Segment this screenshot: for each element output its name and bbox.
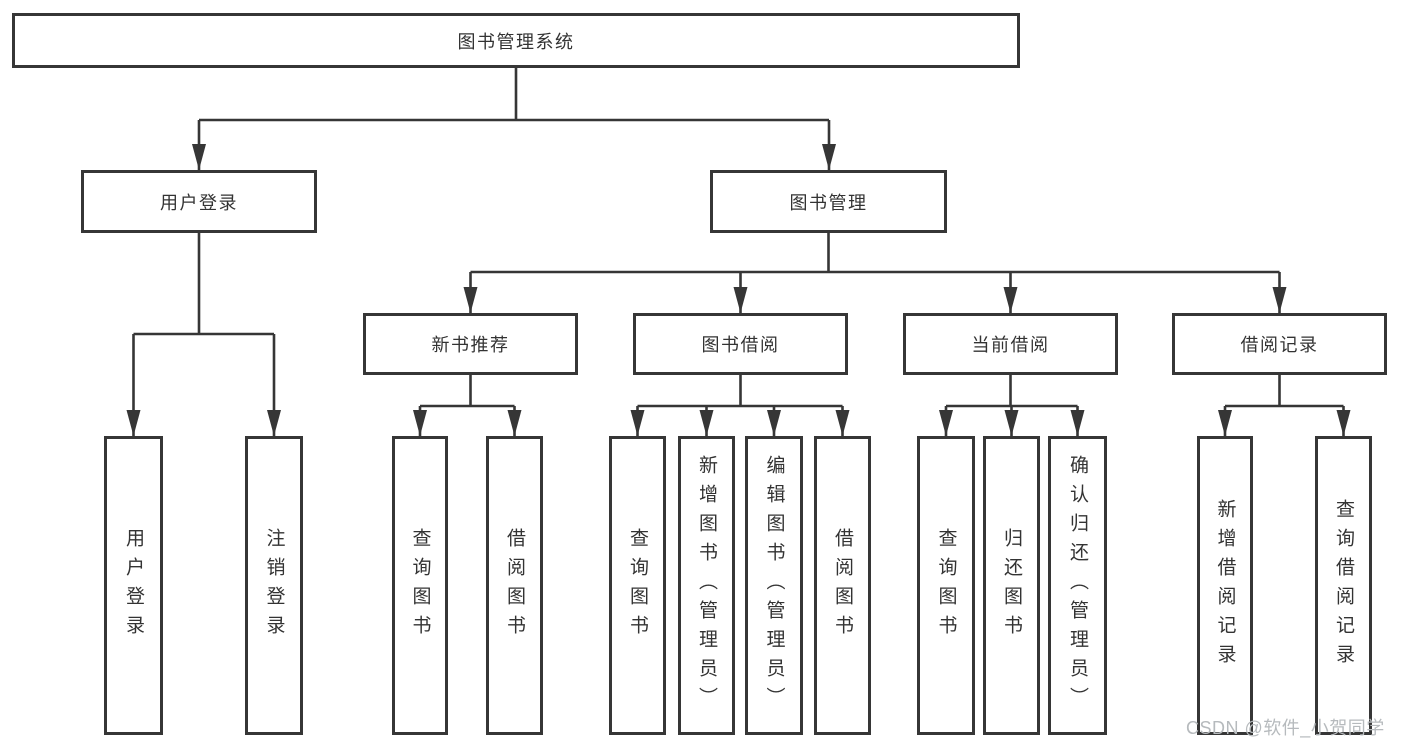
leaf-borrow-edit-admin: 编辑图书（管理员） [745, 436, 803, 735]
node-new-book-recommend-label: 新书推荐 [431, 335, 510, 355]
leaf-label: 查询图书 [627, 527, 648, 644]
leaf-current-query: 查询图书 [917, 436, 975, 735]
leaf-label: 归还图书 [1001, 527, 1022, 644]
leaf-label: 新增图书（管理员） [696, 455, 717, 716]
leaf-label: 借阅图书 [504, 527, 525, 644]
node-book-management: 图书管理 [710, 170, 947, 233]
node-user-login-label: 用户登录 [160, 192, 238, 213]
node-current-borrow: 当前借阅 [903, 313, 1118, 375]
node-new-book-recommend: 新书推荐 [363, 313, 578, 375]
node-root-system: 图书管理系统 [12, 13, 1020, 68]
leaf-label: 编辑图书（管理员） [763, 455, 785, 716]
leaf-label: 查询图书 [409, 527, 431, 644]
leaf-label: 查询图书 [935, 527, 957, 644]
leaf-current-return: 归还图书 [983, 436, 1040, 735]
leaf-current-confirm-admin: 确认归还（管理员） [1048, 436, 1107, 735]
leaf-label: 注销登录 [263, 527, 285, 644]
connector-strokes [132, 68, 1345, 436]
node-book-borrow-label: 图书借阅 [701, 335, 780, 355]
leaf-records-query: 查询借阅记录 [1315, 436, 1372, 735]
leaf-label: 确认归还（管理员） [1067, 455, 1088, 716]
node-book-borrow: 图书借阅 [633, 313, 848, 375]
leaf-label: 新增借阅记录 [1214, 498, 1236, 673]
leaf-newbook-query: 查询图书 [392, 436, 448, 735]
leaf-label: 查询借阅记录 [1333, 498, 1354, 673]
leaf-newbook-borrow: 借阅图书 [486, 436, 543, 735]
node-current-borrow-label: 当前借阅 [971, 335, 1050, 355]
leaf-user-login-login: 用户登录 [104, 436, 163, 735]
leaf-borrow-borrow: 借阅图书 [814, 436, 871, 735]
leaf-borrow-query: 查询图书 [609, 436, 666, 735]
leaf-label: 借阅图书 [832, 527, 853, 644]
csdn-watermark: CSDN @软件_小贺同学 [1186, 718, 1385, 738]
leaf-records-add: 新增借阅记录 [1197, 436, 1253, 735]
leaf-borrow-add-admin: 新增图书（管理员） [678, 436, 735, 735]
leaf-label: 用户登录 [123, 527, 144, 644]
node-book-management-label: 图书管理 [789, 192, 868, 213]
node-borrow-records-label: 借阅记录 [1240, 335, 1319, 355]
node-user-login: 用户登录 [81, 170, 317, 233]
node-root-label: 图书管理系统 [457, 31, 575, 52]
leaf-user-login-logout: 注销登录 [245, 436, 303, 735]
node-borrow-records: 借阅记录 [1172, 313, 1387, 375]
arrowheads [126, 144, 1351, 436]
